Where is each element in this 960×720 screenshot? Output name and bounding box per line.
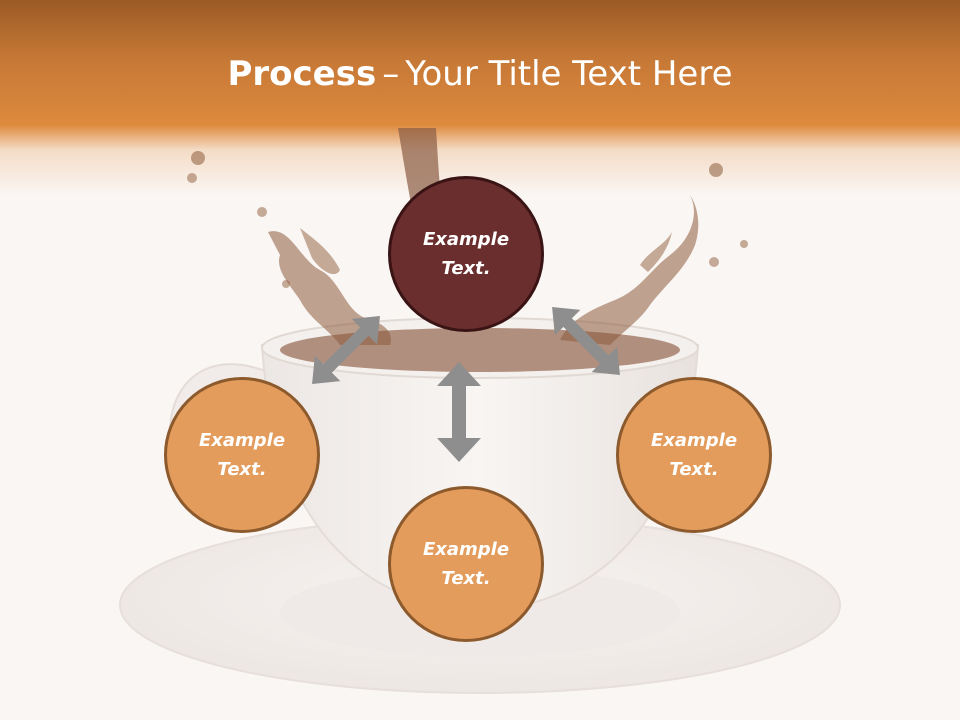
right-node-label: Example Text.: [650, 430, 738, 480]
slide-title: Process–Your Title Text Here: [0, 52, 960, 96]
center-node-label: Example Text.: [422, 229, 510, 279]
right-node[interactable]: Example Text.: [616, 377, 772, 533]
double-arrow-up-right: [552, 307, 620, 375]
double-arrow-up-left: [312, 316, 380, 384]
title-text: Your Title Text Here: [405, 54, 733, 94]
splash-right-2: [640, 232, 672, 272]
droplet: [257, 207, 267, 217]
droplet: [191, 151, 205, 165]
left-node[interactable]: Example Text.: [164, 377, 320, 533]
droplet: [709, 257, 719, 267]
splash-left-2: [300, 228, 340, 275]
splash-left: [268, 231, 391, 345]
bottom-node-label: Example Text.: [422, 539, 510, 589]
bottom-node[interactable]: Example Text.: [388, 486, 544, 642]
droplet: [709, 163, 723, 177]
title-bold: Process: [227, 54, 377, 94]
double-arrow-vertical: [437, 362, 481, 462]
center-node[interactable]: Example Text.: [388, 176, 544, 332]
droplet: [282, 280, 290, 288]
header-band: [0, 0, 960, 200]
droplet: [187, 173, 197, 183]
left-node-label: Example Text.: [198, 430, 286, 480]
title-separator: –: [382, 54, 400, 94]
droplet: [740, 240, 748, 248]
